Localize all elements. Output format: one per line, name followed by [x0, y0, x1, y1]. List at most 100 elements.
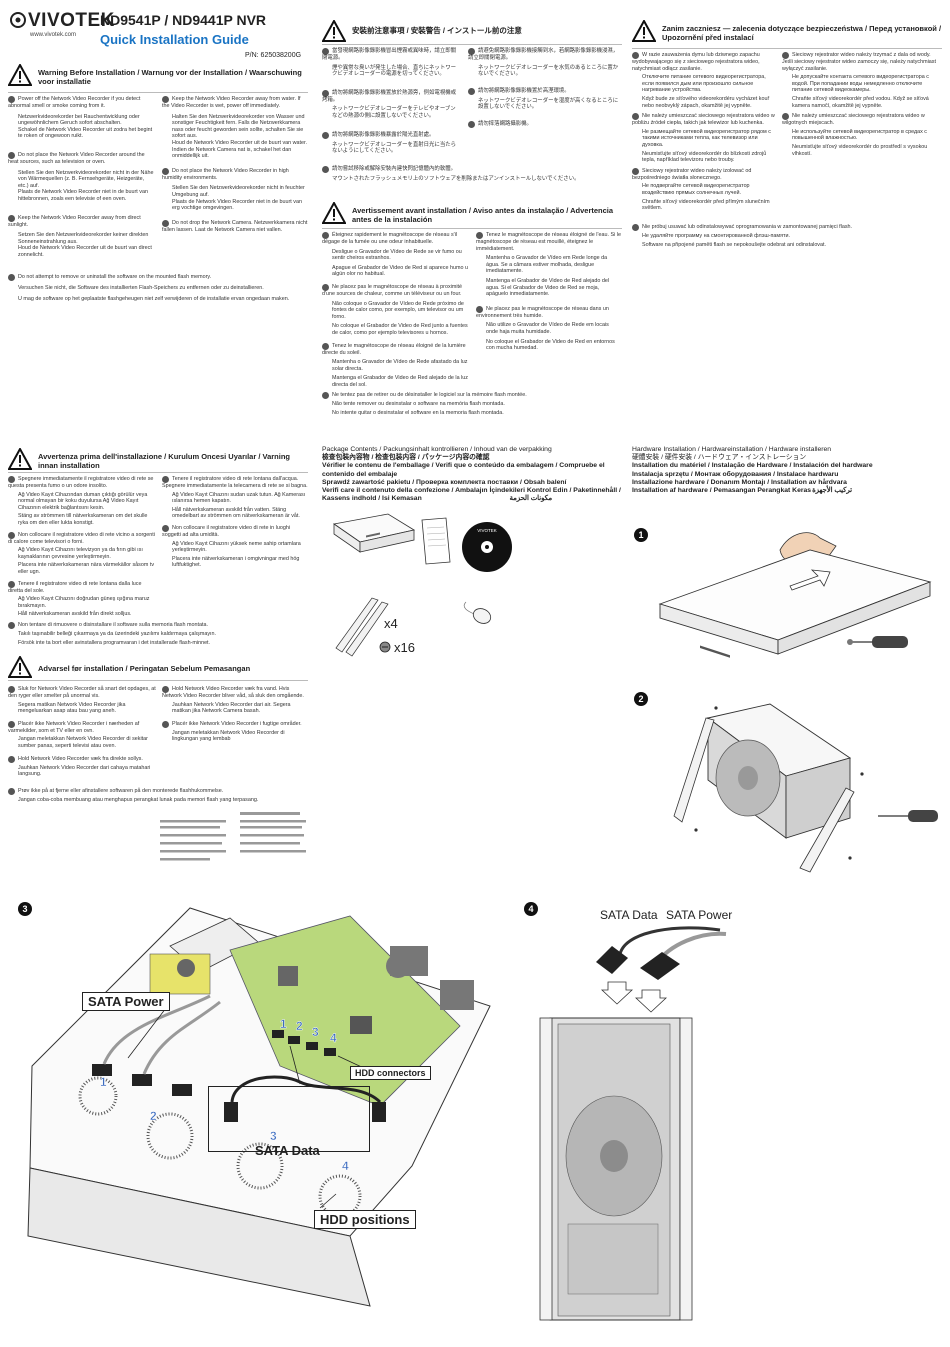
list-item: Houd de Network Video Recorder uit de bu…	[172, 139, 308, 160]
bullet-icon	[782, 113, 789, 121]
list-item: Jangan meletakkan Network Video Recorder…	[18, 736, 148, 749]
hardware-title: Installation af hardware / Pemasangan Pe…	[632, 487, 812, 495]
list-item: W razie zauważenia dymu lub dziwnego zap…	[632, 52, 760, 72]
warning-icon	[322, 202, 346, 224]
warning-list-en-right: Keep the Network Video Recorder away fro…	[162, 96, 308, 233]
product-title: ND9541P / ND9441P NVR	[100, 12, 267, 28]
list-item: Försök inte ta bort eller avinstallera p…	[18, 639, 211, 646]
warning-title: 安裝前注意事項 / 安裝警告 / インストール前の注意	[352, 26, 522, 35]
warning-list-fr-bottom: Ne tentez pas de retirer ou de désinstal…	[322, 392, 622, 416]
list-item: 請勿將網路影像錄影機置放於熱源旁，例如電視機或烤箱。	[322, 89, 456, 103]
list-item: U mag de software op het geplaatste flas…	[18, 295, 290, 302]
step-3-number: 3	[18, 902, 32, 916]
divider	[8, 680, 308, 681]
hdd-brackets-illustration	[335, 597, 389, 657]
list-item: Non collocare il registratore video di r…	[162, 524, 291, 538]
list-item: Não tente remover ou desinstalar o softw…	[332, 401, 505, 407]
list-item: マウントされたフラッシュメモリ上のソフトウェアを削除またはアンインストールしない…	[332, 176, 580, 182]
list-item: Netzwerkvideorekorder bei Rauchentwicklu…	[18, 113, 140, 127]
list-item: Setzen Sie den Netzwerkvideorekorder kei…	[18, 232, 149, 245]
bullet-icon	[8, 686, 15, 693]
warning-list-pl-right: Sieciowy rejestrator wideo należy trzyma…	[782, 52, 942, 157]
bullet-icon	[468, 87, 475, 95]
package-title: Vérifier le contenu de l'emballage / Ver…	[322, 462, 605, 478]
list-item: Nie należy umieszczać sieciowego rejestr…	[782, 113, 925, 127]
list-item: Houd de Network Video Recorder uit de bu…	[18, 245, 152, 258]
list-item: Ağ Video Kayıt Cihazından duman çıktığı …	[18, 491, 148, 511]
hardware-title: Hardware Installation / Hardwareinstalla…	[632, 446, 832, 453]
list-item: Не допускайте контакта сетевого видеорег…	[792, 74, 929, 94]
step-4-attach-hdd-cables-illustration	[539, 926, 727, 1321]
warning-list-en-bottom: Do not attempt to remove or uninstall th…	[8, 274, 308, 302]
list-item: ネットワークビデオレコーダーをテレビやオーブンなどの熱源の側に設置しないでくださ…	[332, 106, 456, 119]
list-item: Håll nätverkskameran avskild från direkt…	[18, 611, 132, 618]
list-item: Když bude ze síťového videorekordéru vyc…	[642, 95, 770, 109]
step-2-mount-brackets-illustration	[673, 703, 938, 873]
list-item: Versuchen Sie nicht, die Software des in…	[18, 285, 264, 291]
bullet-icon	[8, 214, 15, 222]
list-item: Placér ikke Network Video Recorder i nær…	[8, 720, 140, 734]
list-item: Prøv ikke på at fjerne eller afinstaller…	[18, 788, 224, 794]
list-item: Jauhkan Network Video Recorder dari caha…	[18, 764, 151, 778]
quick-guide-illustration	[421, 517, 451, 565]
list-item: ネットワークビデオレコーダーを湿度が高くなるところに設置しないでください。	[478, 97, 619, 111]
warning-list-fr-left: Éteignez rapidement le magnétoscope de r…	[322, 232, 470, 389]
warning-list-cjk-bottom: 請勿嘗試移除或解除安裝內建快閃記憶體內的軟體。 マウントされたフラッシュメモリ上…	[322, 166, 622, 183]
bullet-icon	[322, 166, 329, 173]
list-item: Nie należy umieszczać sieciowego rejestr…	[632, 113, 775, 127]
list-item: 請勿嘗試移除或解除安裝內建快閃記憶體內的軟體。	[332, 166, 456, 172]
divider	[322, 44, 622, 45]
list-item: Ağ Video Kayıt Cihazını sudan uzak tutun…	[172, 491, 306, 505]
list-item: 請勿將網路影像錄影機置於高溼環境。	[478, 87, 570, 94]
warning-list-da-right: Hold Network Video Recorder væk fra vand…	[162, 686, 308, 743]
list-item: Jangan coba-coba membuang atau menghapus…	[18, 797, 259, 803]
divider	[8, 92, 308, 93]
list-item: Nie próbuj usuwać lub odinstalowywać opr…	[642, 224, 853, 230]
bullet-icon	[8, 531, 15, 539]
bullet-icon	[162, 167, 169, 175]
list-item: Tenere il registratore video di rete lon…	[8, 580, 142, 594]
hardware-title: Installazione hardware / Donanım Montajı…	[632, 478, 847, 486]
bracket-quantity: x4	[384, 616, 398, 631]
list-item: Halten Sie den Netzwerkvideorekorder von…	[172, 113, 305, 140]
list-item: Jangan meletakkan Network Video Recorder…	[172, 729, 285, 743]
list-item: Mantenha o Gravador de Vídeo em Rede lon…	[486, 255, 608, 275]
warning-list-da-bottom: Prøv ikke på at fjerne eller afinstaller…	[8, 788, 308, 804]
list-item: Ne placez pas le magnétoscope de réseau …	[476, 305, 609, 319]
warning-icon	[8, 448, 32, 470]
bullet-icon	[476, 305, 483, 313]
bullet-icon	[8, 755, 15, 763]
list-item: Desligue o Gravador de Vídeo de Rede se …	[332, 248, 462, 262]
list-item: Stellen Sie den Netzwerkvideorekorder ni…	[172, 185, 305, 198]
bullet-icon	[8, 274, 15, 281]
bullet-icon	[632, 167, 639, 175]
list-item: Stäng av strömmen till nätverkskameran o…	[18, 513, 148, 526]
hardware-title: 硬體安裝 / 硬件安装 / ハードウェア・インストレーション	[632, 454, 807, 462]
hdd-position-number: 4	[342, 1159, 349, 1173]
bullet-icon	[632, 52, 639, 59]
warning-list-it-right: Tenere il registratore video di rete lon…	[162, 476, 308, 569]
warning-list-da-left: Sluk for Network Video Recorder så snart…	[8, 686, 156, 778]
warning-title: Zanim zaczniesz — zalecenia dotyczące be…	[662, 24, 942, 42]
list-item: 煙や異常な臭いが発生した場合、直ちにネットワークビデオレコーダーの電源を切ってく…	[332, 64, 456, 78]
bullet-icon	[632, 113, 639, 121]
sata-data-label: SATA Data	[255, 1143, 320, 1158]
list-item: Do not place the Network Video Recorder …	[8, 151, 145, 165]
list-item: Software na připojené paměti flash se ne…	[642, 241, 827, 248]
step-4-number: 4	[524, 902, 538, 916]
hardware-title: Instalacja sprzętu / Монтаж оборудования…	[632, 470, 839, 478]
list-item: Plaats de Network Video Recorder niet in…	[18, 189, 148, 202]
bullet-icon	[322, 131, 329, 139]
list-item: 當發現網路影像錄影機冒出煙霧或異味時，請立即關閉電源。	[322, 48, 456, 61]
logo-url: www.vivotek.com	[30, 32, 77, 38]
logo-text: VIVOTEK	[28, 10, 115, 31]
list-item: Plaats de Network Video Recorder niet in…	[172, 198, 302, 212]
warning-list-pl-left: W razie zauważenia dymu lub dziwnego zap…	[632, 52, 776, 212]
warning-list-pl-bottom: Nie próbuj usuwać lub odinstalowywać opr…	[632, 224, 942, 248]
arabic-warning-block	[160, 812, 306, 861]
sata-data-callout-box	[208, 1086, 370, 1152]
port-number: 3	[312, 1025, 319, 1039]
bullet-icon	[476, 232, 483, 239]
list-item: Ne tentez pas de retirer ou de désinstal…	[332, 392, 527, 398]
warning-icon	[8, 656, 32, 678]
